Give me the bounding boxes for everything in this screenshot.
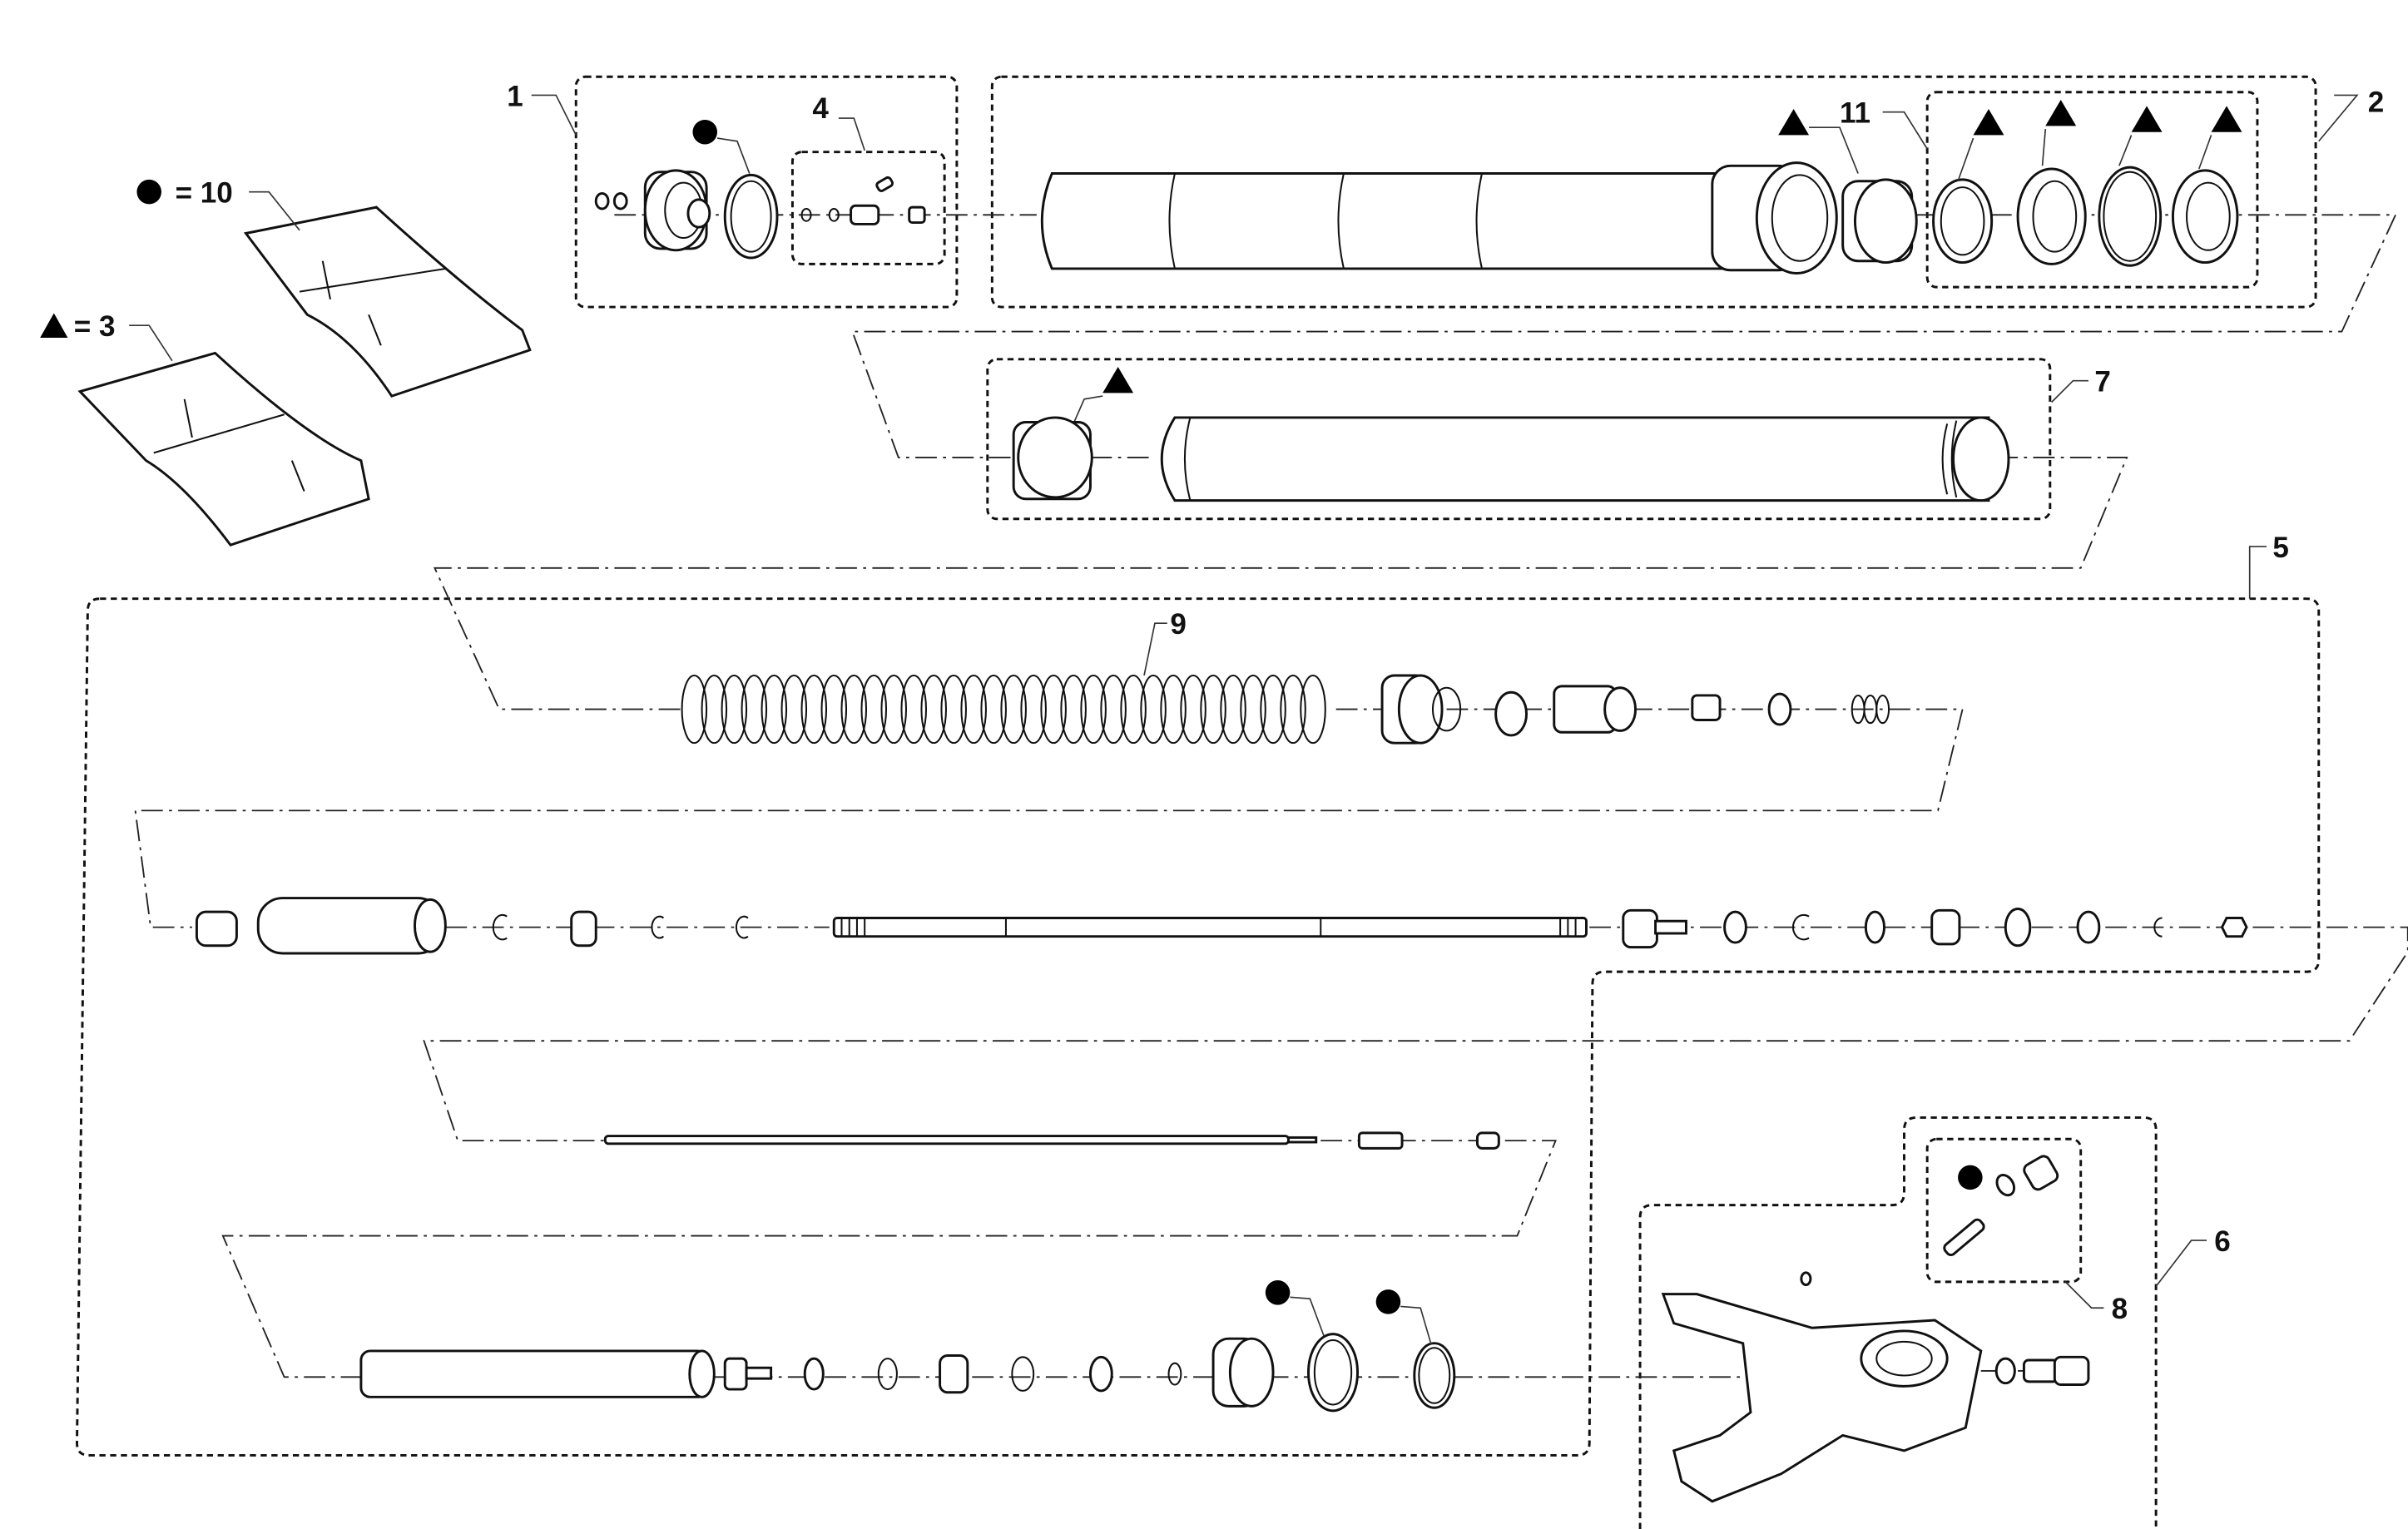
circle-legend-icon — [136, 179, 161, 205]
spring-coil — [780, 674, 808, 745]
spring-coil — [741, 674, 768, 745]
group-box-5 — [76, 597, 2321, 1457]
spring-coil — [820, 674, 848, 745]
spring-9 — [681, 674, 1326, 745]
callout-4: 4 — [812, 92, 829, 125]
callout-6: 6 — [2214, 1225, 2231, 1258]
spring-coil — [1000, 674, 1027, 745]
valve-parts-4 — [800, 176, 926, 225]
spring-coil — [1220, 674, 1246, 745]
spring-coil — [761, 674, 788, 745]
group-box-4 — [790, 151, 946, 265]
callout-8: 8 — [2112, 1293, 2128, 1325]
spring-coil — [940, 674, 967, 745]
spring-coil — [1080, 674, 1107, 745]
spring-coil — [860, 674, 888, 745]
spring-coil — [1300, 674, 1326, 745]
spring-coil — [1060, 674, 1087, 745]
group-box-8 — [1925, 1137, 2083, 1284]
spring-coil — [980, 674, 1007, 745]
spring-coil — [920, 674, 947, 745]
triangle-marker — [1778, 109, 1810, 136]
callout-5: 5 — [2272, 532, 2289, 564]
group-box-11 — [1925, 91, 2259, 289]
triangle-legend-icon — [40, 313, 68, 338]
callout-1: 1 — [507, 80, 523, 112]
spring-coil — [1280, 674, 1306, 745]
spring-coil — [840, 674, 868, 745]
damper-rod-assembly — [195, 897, 2248, 955]
upper-tube — [1040, 161, 1838, 275]
legend-bag-triangle — [77, 351, 370, 547]
spring-coil — [1180, 674, 1206, 745]
spring-coil — [1140, 674, 1167, 745]
retaining-clip — [2098, 166, 2163, 267]
bushing-11 — [1841, 178, 1918, 265]
legend-circle-text: = 10 — [176, 177, 233, 210]
spring-coil — [721, 674, 748, 745]
spring-coil — [1100, 674, 1127, 745]
adjuster-rod — [603, 1131, 1500, 1150]
spring-coil — [800, 674, 828, 745]
callout-7: 7 — [2094, 366, 2111, 398]
legend-bag-circle — [243, 205, 532, 398]
spring-coil — [900, 674, 928, 745]
spring-coil — [960, 674, 987, 745]
spring-coil — [1160, 674, 1187, 745]
guide-bushing — [1012, 416, 1093, 501]
spring-coil — [1120, 674, 1147, 745]
spring-coil — [1260, 674, 1286, 745]
legend-triangle-text: = 3 — [74, 310, 116, 343]
dust-seal — [2016, 167, 2087, 265]
seal-ring — [1932, 178, 1994, 265]
spring-coil — [880, 674, 908, 745]
lower-leg-casting — [1661, 1271, 2090, 1503]
oil-seal — [2171, 169, 2239, 265]
spring-coil — [1200, 674, 1226, 745]
spring-coil — [701, 674, 728, 745]
callout-11: 11 — [1840, 97, 1870, 130]
spring-coil — [1020, 674, 1047, 745]
callout-9: 9 — [1170, 608, 1187, 641]
valve-parts-8 — [1943, 1155, 2059, 1257]
spring-seat-parts — [1380, 674, 1890, 745]
group-box-2 — [990, 75, 2317, 309]
group-box-1 — [574, 75, 959, 309]
group-box-6 — [1638, 1116, 2158, 1529]
callout-2: 2 — [2368, 87, 2384, 119]
cartridge-body-assembly — [359, 1333, 1456, 1413]
group-box-7 — [986, 358, 2052, 521]
top-cap-assembly — [594, 169, 779, 260]
spring-coil — [681, 674, 708, 745]
spring-coil — [1040, 674, 1067, 745]
spring-coil — [1240, 674, 1266, 745]
lower-tube — [1160, 416, 2010, 502]
